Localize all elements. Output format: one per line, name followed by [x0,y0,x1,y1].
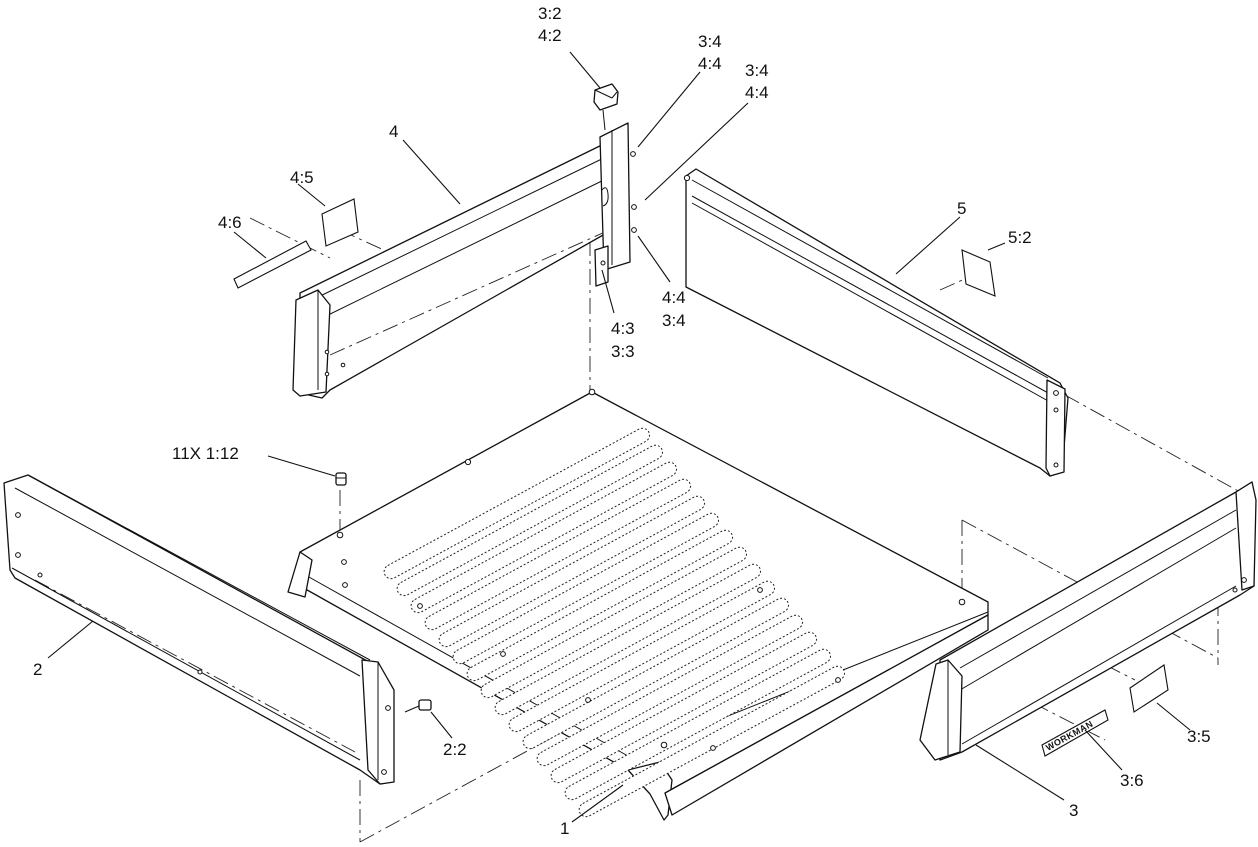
callout-3-4-top: 3:4 [698,32,722,51]
callout-4-4-top: 4:4 [698,54,722,73]
rear-panel-5 [683,168,1069,477]
floor-grooves [383,427,845,818]
bed-floor-1 [287,388,989,821]
callout-3-6: 3:6 [1120,771,1144,790]
decal-5-2 [961,249,996,297]
callout-2: 2 [33,660,42,679]
callout-3-5: 3:5 [1187,727,1211,746]
callout-4: 4 [389,122,398,141]
logo-decal-3-6: WORKMAN [1041,709,1109,757]
callout-4-6: 4:6 [218,213,242,232]
callout-3-4-low: 3:4 [662,311,686,330]
callout-4-3: 4:3 [611,319,635,338]
callout-1: 1 [560,819,569,838]
decal-3-5 [1129,664,1169,713]
leader-lines [47,51,1191,823]
callout-5: 5 [957,199,966,218]
callout-3-3: 3:3 [611,342,635,361]
callout-4-2: 4:2 [538,26,562,45]
latch-3-2 [593,83,619,131]
callout-3-4-mid: 3:4 [745,61,769,80]
callout-2-2: 2:2 [443,740,467,759]
screws-3-4 [630,151,637,233]
side-panel-2 [3,474,395,785]
bolt-1-12 [335,472,347,486]
callout-3: 3 [1069,801,1078,820]
decal-4-6 [233,240,312,289]
callout-labels: 3:2 4:2 3:4 4:4 3:4 4:4 4 4:5 4:6 5 5:2 … [33,4,1211,838]
side-panel-3 [919,481,1257,761]
callout-11x-1-12: 11X 1:12 [172,444,239,463]
callout-4-4-low: 4:4 [662,288,686,307]
decal-4-5 [321,198,359,247]
callout-3-2: 3:2 [538,4,562,23]
bolt-2-2 [404,699,432,713]
callout-4-5: 4:5 [290,168,314,187]
side-panel-4 [292,122,631,399]
callout-4-4-mid: 4:4 [745,83,769,102]
logo-text: WORKMAN [1044,719,1095,753]
callout-5-2: 5:2 [1008,228,1032,247]
